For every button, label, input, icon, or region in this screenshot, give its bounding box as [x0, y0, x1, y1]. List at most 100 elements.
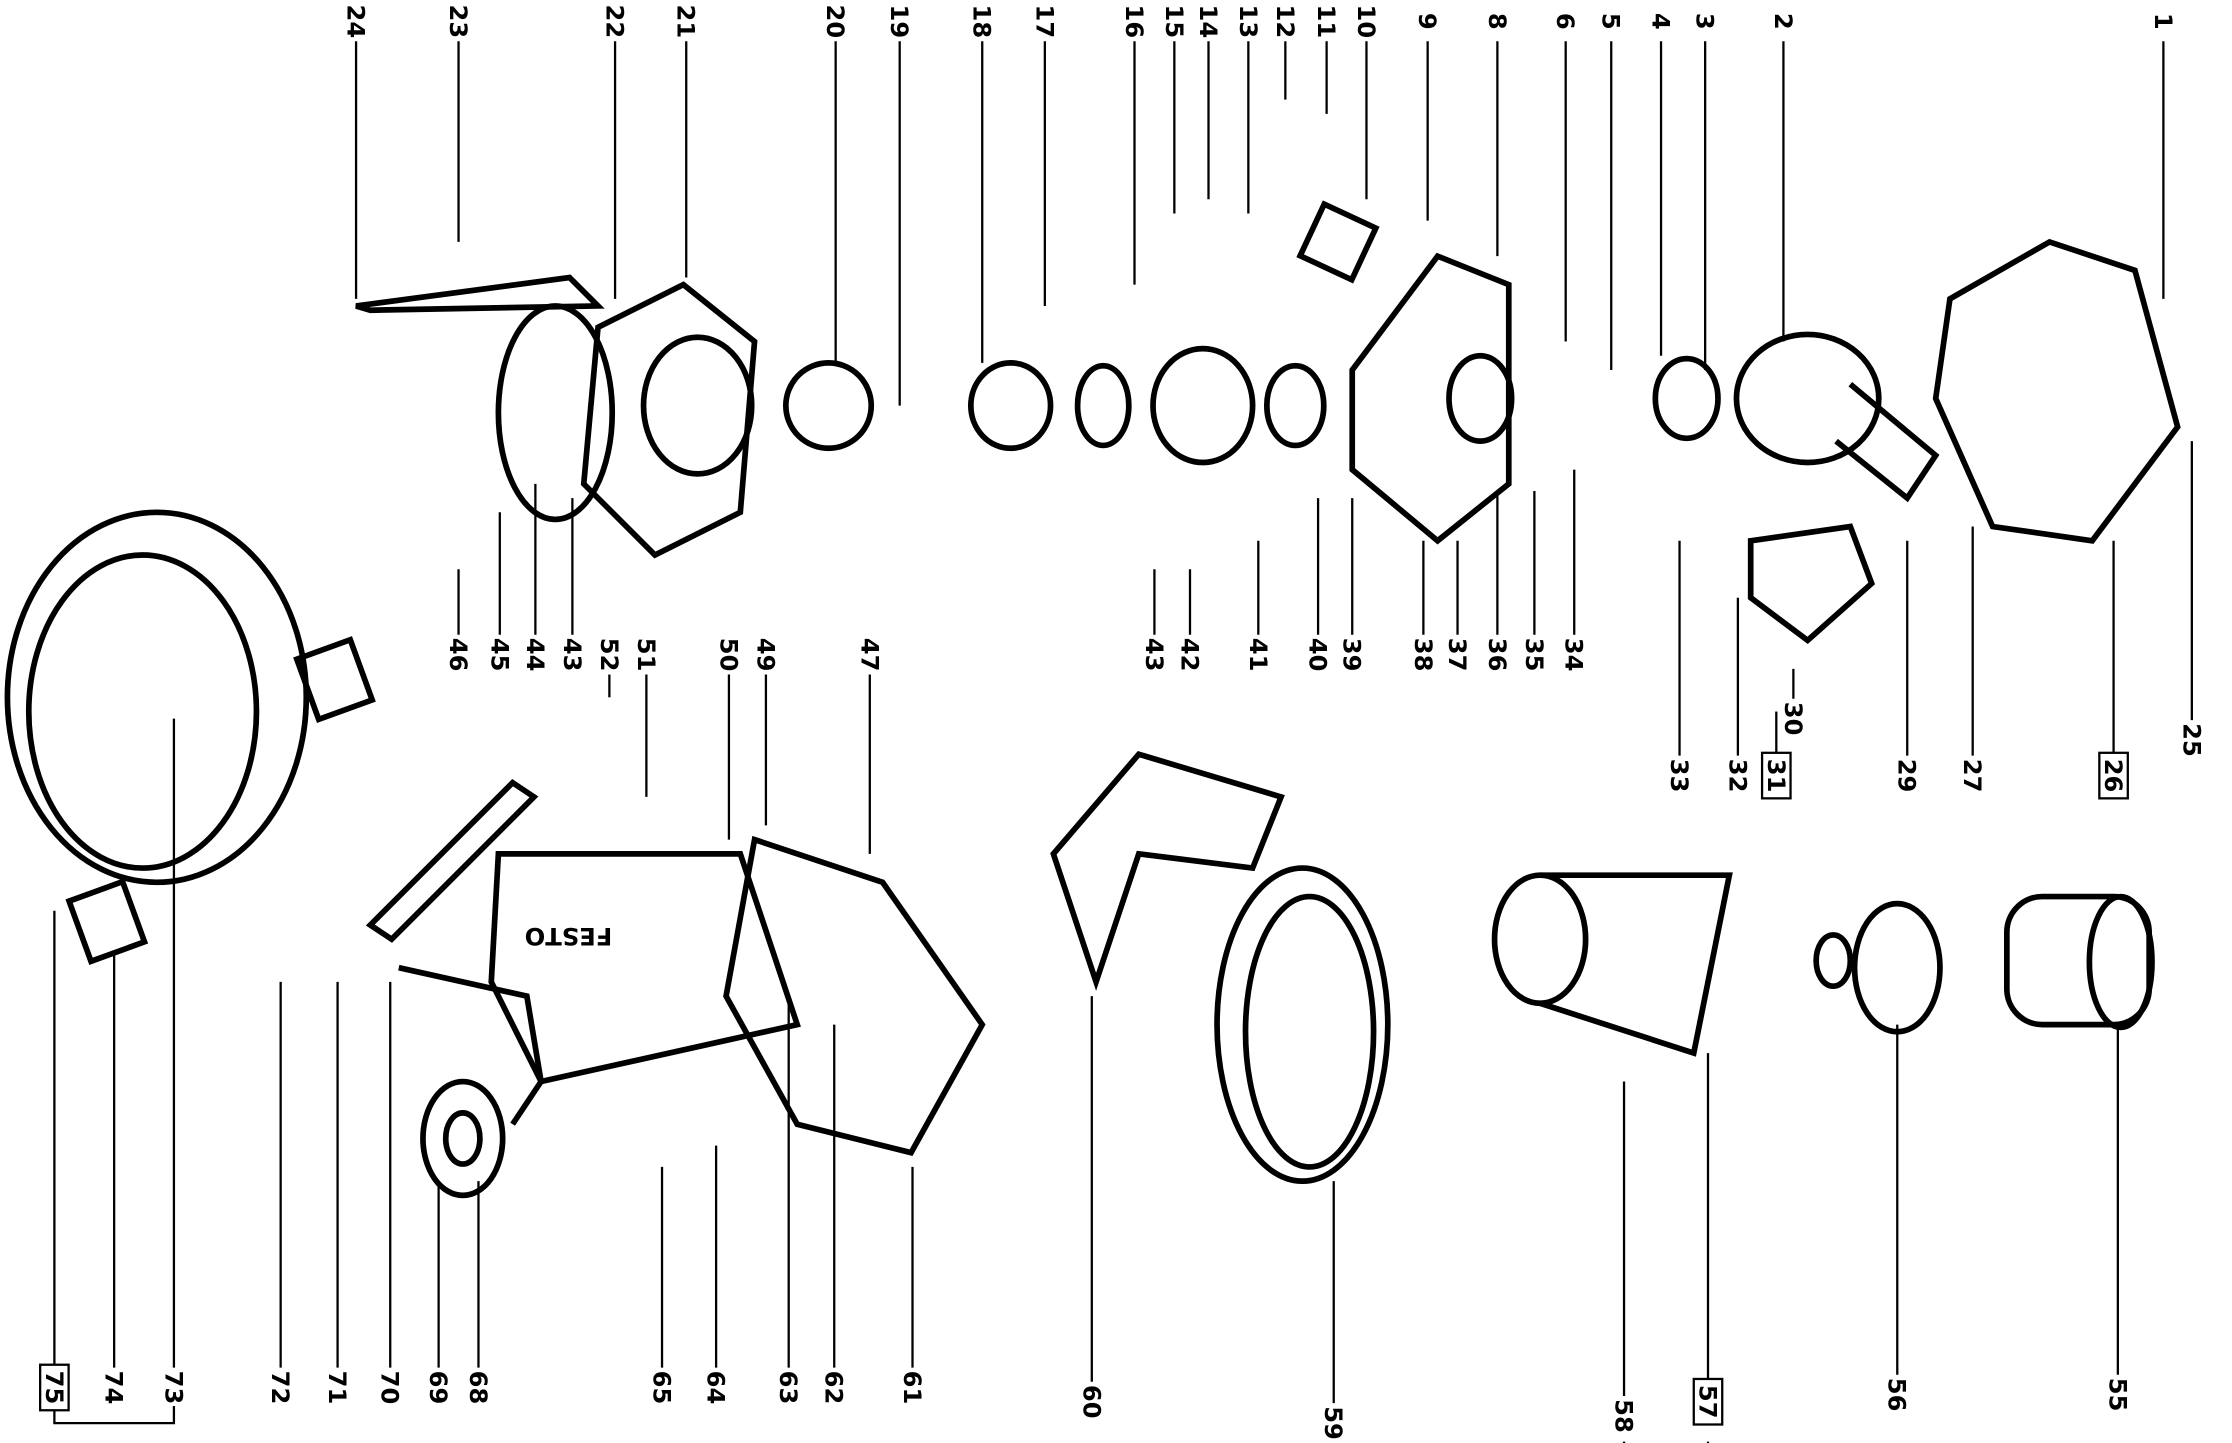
part-number-label: 12	[1271, 5, 1299, 39]
part-number-label: 60	[1077, 1385, 1105, 1419]
part-number-label: 34	[1560, 638, 1588, 672]
part-filter-cone	[1491, 872, 1733, 1057]
part-number-label: 63	[774, 1371, 802, 1405]
part-cable-bracket	[1050, 750, 1285, 991]
part-number-label: 51	[632, 638, 660, 672]
part-number-label: 59	[1319, 1406, 1347, 1440]
part-number-label: 13	[1234, 5, 1262, 39]
part-adapter-ring	[783, 360, 875, 452]
part-number-label: 9	[1413, 13, 1441, 30]
leader-lines	[53, 41, 2193, 1443]
part-number-label: 21	[672, 5, 700, 39]
part-motor-plate	[1349, 252, 1515, 545]
part-motor-housing	[1733, 331, 1940, 503]
part-number-label: 27	[1958, 759, 1986, 793]
part-number-label: 1	[2149, 13, 2177, 30]
part-switch-housing	[1296, 200, 1380, 284]
part-lid-cover	[1932, 238, 2181, 544]
part-number-label: 37	[1443, 638, 1471, 672]
group-bracket	[53, 1406, 176, 1425]
part-number-label: 32	[1723, 759, 1751, 793]
label-box	[1692, 1377, 1724, 1426]
part-number-label: 65	[648, 1371, 676, 1405]
part-number-label: 45	[485, 638, 513, 672]
part-number-label: 42	[1175, 638, 1203, 672]
part-motor-fan	[1652, 355, 1721, 442]
part-head-base	[580, 281, 758, 559]
part-caster-wheel	[420, 1078, 506, 1199]
part-number-label: 26	[2099, 759, 2127, 793]
part-number-label: 3	[1691, 13, 1719, 30]
part-number-label: 17	[1030, 5, 1058, 39]
part-number-label: 47	[855, 638, 883, 672]
part-filter-bracket	[1747, 523, 1876, 645]
part-number-label: 61	[898, 1371, 926, 1405]
part-number-label: 55	[2103, 1378, 2131, 1412]
part-number-label: 49	[751, 638, 779, 672]
part-number-label: 6	[1551, 13, 1579, 30]
label-box	[1760, 751, 1792, 800]
part-number-label: 2	[1769, 13, 1797, 30]
part-filter-disc	[1813, 900, 1943, 1035]
part-number-label: 15	[1160, 5, 1188, 39]
part-number-label: 30	[1779, 702, 1807, 736]
part-number-label: 44	[521, 638, 549, 672]
part-number-label: 11	[1312, 5, 1340, 39]
part-number-label: 52	[595, 638, 623, 672]
part-number-label: 33	[1665, 759, 1693, 793]
part-number-label: 71	[323, 1371, 351, 1405]
part-container: FESTO	[488, 851, 801, 1085]
part-number-label: 70	[376, 1371, 404, 1405]
part-number-label: 5	[1597, 13, 1625, 30]
part-number-label: 23	[444, 5, 472, 39]
label-box	[39, 1363, 70, 1412]
part-number-label: 4	[1647, 13, 1675, 30]
part-number-label: 43	[1140, 638, 1168, 672]
part-handle-bar	[365, 779, 545, 1126]
part-number-label: 40	[1304, 638, 1332, 672]
part-number-label: 43	[558, 638, 586, 672]
festo-logo: FESTO	[525, 922, 613, 950]
part-number-label: 29	[1893, 759, 1921, 793]
part-number-label: 24	[342, 5, 370, 39]
part-impeller	[1074, 345, 1327, 466]
part-number-label: 38	[1409, 638, 1437, 672]
part-number-label: 16	[1120, 5, 1148, 39]
part-rotor	[968, 360, 1054, 452]
part-number-label: 36	[1483, 638, 1511, 672]
part-number-label: 50	[714, 638, 742, 672]
part-number-label: 20	[821, 5, 849, 39]
part-hose	[4, 509, 376, 965]
part-number-label: 57	[1693, 1385, 1721, 1419]
part-bumper-ring	[723, 835, 986, 1156]
part-number-label: 8	[1483, 13, 1511, 30]
part-number-label: 39	[1338, 638, 1366, 672]
label-box	[2098, 751, 2129, 800]
part-number-label: 10	[1352, 5, 1380, 39]
part-number-label: 25	[2177, 723, 2205, 757]
part-number-label: 22	[601, 5, 629, 39]
part-number-label: 69	[424, 1371, 452, 1405]
part-number-label: 31	[1762, 759, 1790, 793]
part-gasket	[495, 303, 616, 523]
part-power-cord	[1214, 865, 1391, 1185]
part-number-label: 56	[1883, 1378, 1911, 1412]
part-number-label: 58	[1610, 1399, 1638, 1433]
part-number-label: 35	[1520, 638, 1548, 672]
part-number-label: 46	[444, 638, 472, 672]
part-number-label: 75	[40, 1371, 68, 1405]
part-number-label: 74	[100, 1371, 128, 1405]
part-number-label: 19	[885, 5, 913, 39]
part-number-label: 68	[464, 1371, 492, 1405]
parts: FESTO	[4, 200, 2181, 1199]
part-number-label: 18	[968, 5, 996, 39]
part-number-label: 72	[266, 1371, 294, 1405]
part-number-label: 64	[702, 1371, 730, 1405]
part-filter-cartridge	[2004, 893, 2155, 1031]
part-number-label: 62	[820, 1371, 848, 1405]
part-top-plate	[355, 274, 605, 314]
part-number-label: 73	[159, 1371, 187, 1405]
